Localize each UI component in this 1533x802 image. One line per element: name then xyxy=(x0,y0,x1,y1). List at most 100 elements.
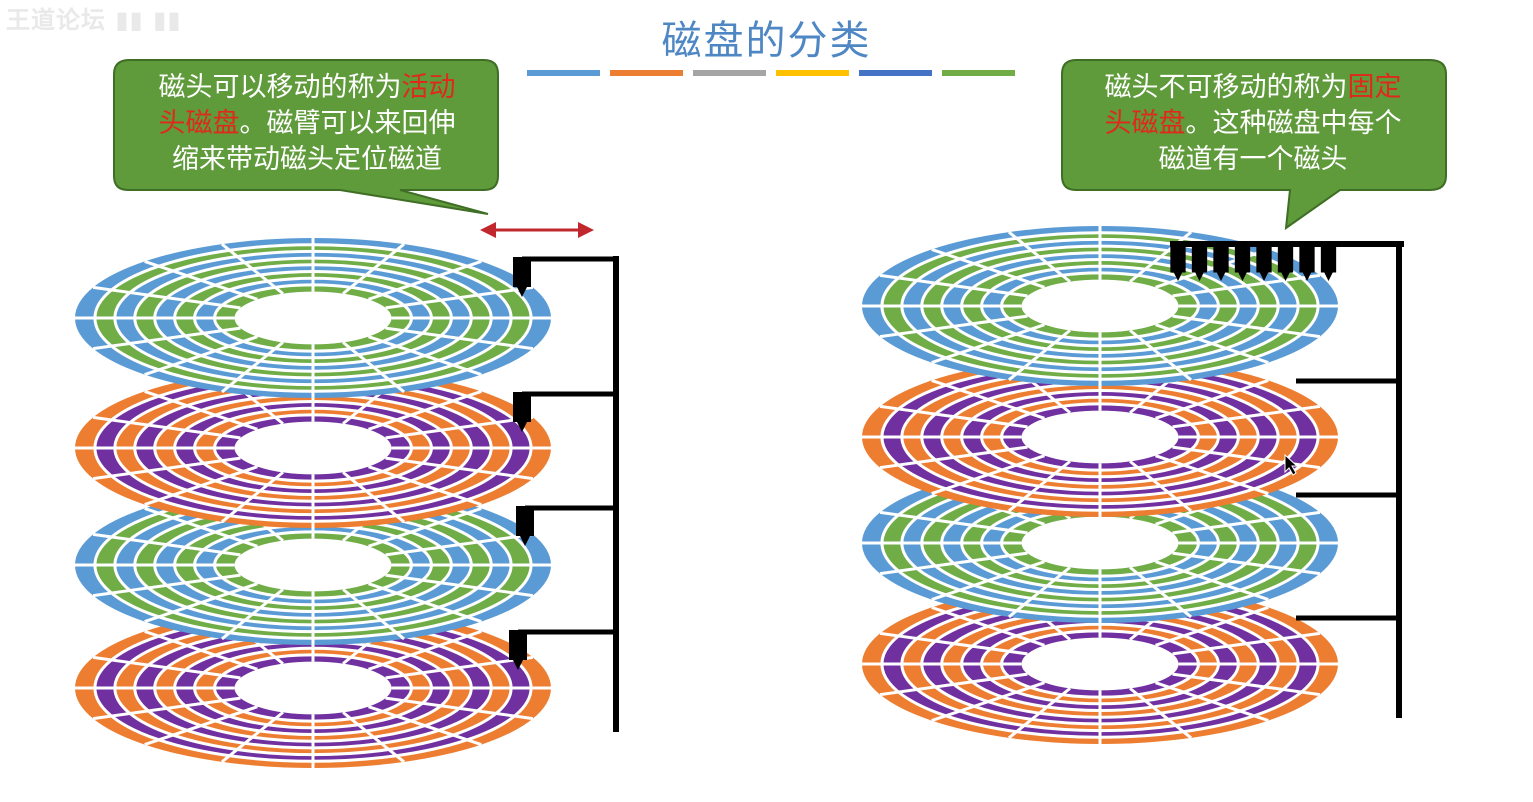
disk-head-icon xyxy=(1320,247,1337,281)
sector-divider xyxy=(368,390,482,431)
sector-divider xyxy=(1129,566,1193,619)
slide-title: 磁盘的分类 xyxy=(661,18,872,64)
underline-segment xyxy=(942,70,1015,76)
mouse-cursor-icon xyxy=(1284,453,1299,476)
sector-divider xyxy=(144,705,258,746)
sector-divider xyxy=(144,335,258,376)
disk-head-icon xyxy=(516,506,534,546)
sector-divider xyxy=(1172,672,1321,697)
underline-segment xyxy=(859,70,932,76)
sector-divider xyxy=(92,655,241,680)
sector-divider xyxy=(1129,460,1193,513)
sector-divider xyxy=(879,672,1028,697)
platter xyxy=(75,238,551,398)
sector-divider xyxy=(342,471,406,524)
sector-divider xyxy=(220,341,284,394)
fixed-arm xyxy=(1170,241,1404,718)
spindle-hole xyxy=(1021,637,1179,691)
callout-line: 磁头不可移动的称为固定 xyxy=(1066,70,1440,106)
sector-divider xyxy=(1172,551,1321,576)
callout-line: 磁头可以移动的称为活动 xyxy=(120,70,494,106)
disk-head-icon xyxy=(1299,247,1315,281)
sector-divider xyxy=(1129,230,1193,283)
callouts xyxy=(113,59,1447,231)
disk-head-icon xyxy=(1191,247,1208,281)
callout-bubble xyxy=(113,59,499,215)
sector-divider xyxy=(931,323,1045,364)
highlight-term: 固定 xyxy=(1347,72,1402,103)
platter xyxy=(862,357,1338,517)
sector-divider xyxy=(1007,566,1071,619)
sector-divider xyxy=(342,341,406,394)
sector-divider xyxy=(1172,314,1321,339)
spindle-hole xyxy=(234,661,392,715)
watermark: 王道论坛 ▮▮ ▮▮ xyxy=(6,6,182,34)
callout-text-segment: 磁头可以移动的称为 xyxy=(158,72,402,103)
sector-divider xyxy=(342,711,406,764)
spindle-hole xyxy=(234,538,392,592)
highlight-term: 活动 xyxy=(401,72,456,103)
sector-divider xyxy=(144,630,258,671)
sector-divider xyxy=(368,582,482,623)
sector-divider xyxy=(144,465,258,506)
sector-divider xyxy=(342,588,406,641)
underline-segment xyxy=(610,70,683,76)
sector-divider xyxy=(1155,560,1269,601)
sector-divider xyxy=(879,314,1028,339)
sector-divider xyxy=(368,630,482,671)
spindle-hole xyxy=(1021,279,1179,333)
highlight-term: 头磁盘 xyxy=(158,108,240,139)
sector-divider xyxy=(1007,460,1071,513)
overlay xyxy=(1284,453,1299,476)
callout-line: 头磁盘。磁臂可以来回伸 xyxy=(120,106,494,142)
sector-divider xyxy=(92,696,241,721)
sector-divider xyxy=(385,326,534,351)
sector-divider xyxy=(1007,230,1071,283)
underline-segment xyxy=(693,70,766,76)
sector-divider xyxy=(144,582,258,623)
sector-divider xyxy=(92,532,241,557)
sector-divider xyxy=(879,551,1028,576)
sector-divider xyxy=(368,465,482,506)
sector-divider xyxy=(1172,510,1321,535)
platter xyxy=(75,368,551,528)
sector-divider xyxy=(385,573,534,598)
sector-divider xyxy=(368,507,482,548)
sector-divider xyxy=(1155,323,1269,364)
sector-divider xyxy=(220,242,284,295)
underline-segment xyxy=(527,70,600,76)
spindle-hole xyxy=(1021,410,1179,464)
disk-head-icon xyxy=(1277,247,1294,281)
platter xyxy=(75,608,551,768)
disk-head-icon xyxy=(1234,247,1251,281)
spindle-hole xyxy=(234,421,392,475)
sector-divider xyxy=(92,326,241,351)
sector-divider xyxy=(879,445,1028,470)
sector-divider xyxy=(342,242,406,295)
sector-divider xyxy=(92,415,241,440)
sector-divider xyxy=(931,454,1045,495)
callout-text-segment: 磁道有一个磁头 xyxy=(1158,144,1348,175)
callout-left-text: 磁头可以移动的称为活动头磁盘。磁臂可以来回伸缩来带动磁头定位磁道 xyxy=(120,70,494,178)
sector-divider xyxy=(1155,454,1269,495)
sector-divider xyxy=(1172,631,1321,656)
sector-divider xyxy=(92,456,241,481)
sector-divider xyxy=(385,696,534,721)
double-headed-arrow-icon xyxy=(480,222,594,238)
callout-line: 缩来带动磁头定位磁道 xyxy=(120,142,494,178)
callout-left xyxy=(113,59,499,215)
sector-divider xyxy=(1007,687,1071,740)
sector-divider xyxy=(879,510,1028,535)
callout-right xyxy=(1061,59,1447,231)
platter xyxy=(862,584,1338,744)
sector-divider xyxy=(144,260,258,301)
sector-divider xyxy=(385,655,534,680)
title-underline xyxy=(527,70,1015,76)
sector-divider xyxy=(144,390,258,431)
sector-divider xyxy=(879,404,1028,429)
spindle-hole xyxy=(234,291,392,345)
sector-divider xyxy=(385,456,534,481)
highlight-term: 头磁盘 xyxy=(1104,108,1186,139)
